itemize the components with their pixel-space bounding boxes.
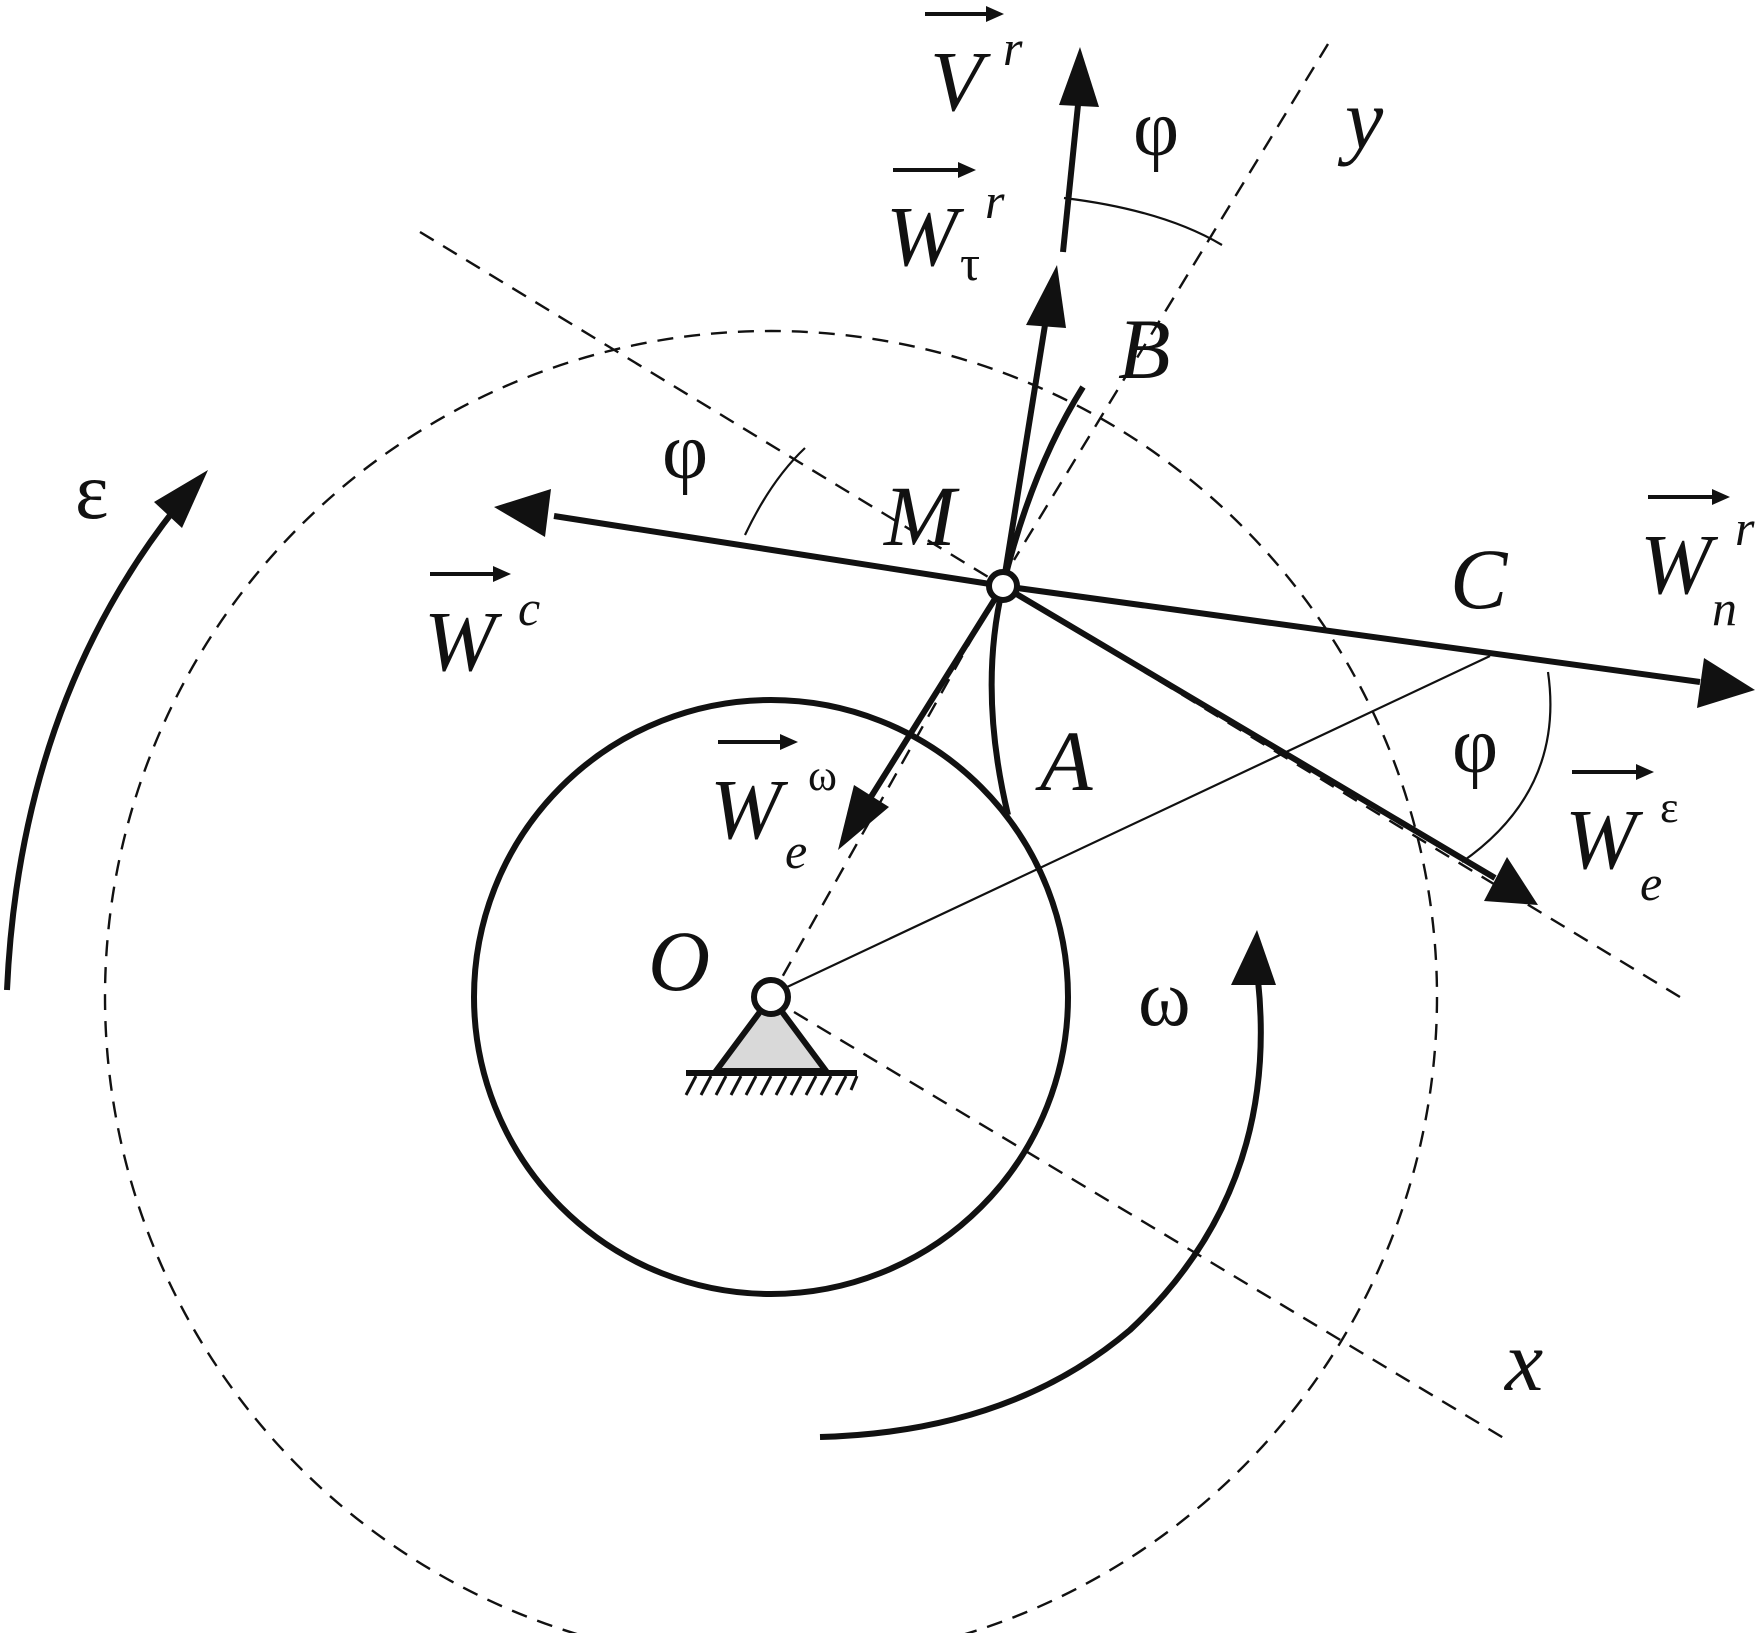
- label-A: A: [1035, 713, 1093, 809]
- label-epsilon: ε: [75, 448, 109, 536]
- svg-text:W: W: [1565, 791, 1644, 887]
- label-phi-left: φ: [662, 408, 708, 496]
- vector-W-n-r-line: [1002, 583, 1701, 685]
- point-M-joint: [986, 569, 1020, 603]
- vector-W-c-line: [553, 513, 1004, 589]
- phi-arc-top: [1063, 196, 1223, 246]
- label-M: M: [882, 468, 960, 564]
- svg-text:e: e: [1640, 855, 1662, 911]
- vector-W-tau-r-line: [1000, 324, 1048, 587]
- omega-arrowhead: [1231, 930, 1276, 985]
- label-phi-top: φ: [1133, 85, 1179, 173]
- vector-W-e-omega-line: [866, 584, 1006, 802]
- inner-disk-circle: [471, 697, 1071, 1297]
- line-O-C: [784, 655, 1491, 989]
- vector-W-tau-r-arrowhead: [1026, 265, 1066, 328]
- omega-arc: [819, 979, 1264, 1440]
- label-vector-W-c: W c: [424, 566, 540, 689]
- svg-text:r: r: [1735, 500, 1755, 556]
- label-vector-W-e-epsilon: W ε e: [1565, 764, 1678, 911]
- svg-text:τ: τ: [960, 235, 980, 291]
- label-B: B: [1118, 301, 1171, 397]
- radius-dashed-line: [769, 584, 1004, 998]
- svg-text:V: V: [930, 33, 991, 129]
- phi-arc-right: [1461, 671, 1552, 863]
- y-axis-line: [1012, 43, 1330, 561]
- label-omega: ω: [1138, 955, 1191, 1043]
- phi-arc-left: [744, 447, 806, 536]
- vector-W-e-omega-arrowhead: [838, 785, 889, 850]
- vector-V-r-arrowhead: [1059, 47, 1099, 107]
- vector-W-n-r-arrowhead: [1697, 658, 1755, 708]
- x-axis-line: [793, 1010, 1508, 1442]
- label-vector-W-e-omega: W ω e: [710, 734, 837, 879]
- label-vector-W-tau-r: W r τ: [886, 162, 1005, 291]
- vector-W-c-arrowhead: [494, 489, 551, 537]
- epsilon-arc: [4, 498, 185, 991]
- svg-text:W: W: [424, 593, 503, 689]
- svg-text:c: c: [518, 580, 540, 636]
- outer-dashed-circle: [104, 330, 1438, 1633]
- pivot-O-joint: [751, 977, 791, 1017]
- label-phi-right: φ: [1452, 702, 1498, 790]
- label-O: O: [648, 913, 710, 1009]
- svg-text:ε: ε: [1660, 783, 1678, 832]
- svg-text:n: n: [1712, 580, 1737, 636]
- label-x-axis: x: [1503, 1313, 1543, 1409]
- svg-text:e: e: [785, 823, 807, 879]
- vector-V-r-line: [1060, 104, 1081, 253]
- svg-text:W: W: [1640, 516, 1719, 612]
- svg-text:r: r: [1003, 20, 1023, 76]
- svg-text:r: r: [985, 173, 1005, 229]
- vector-W-e-epsilon-arrowhead: [1484, 857, 1538, 905]
- svg-text:W: W: [886, 188, 965, 284]
- vector-W-e-epsilon-line: [1001, 583, 1497, 881]
- label-vector-V-r: V r: [925, 6, 1023, 129]
- svg-text:ω: ω: [808, 751, 837, 800]
- svg-text:W: W: [710, 761, 789, 857]
- label-C: C: [1450, 531, 1509, 627]
- support-hatching: [684, 1075, 859, 1096]
- label-vector-W-n-r: W r n: [1640, 489, 1755, 636]
- label-y-axis: y: [1337, 71, 1384, 167]
- epsilon-arrowhead: [154, 470, 208, 528]
